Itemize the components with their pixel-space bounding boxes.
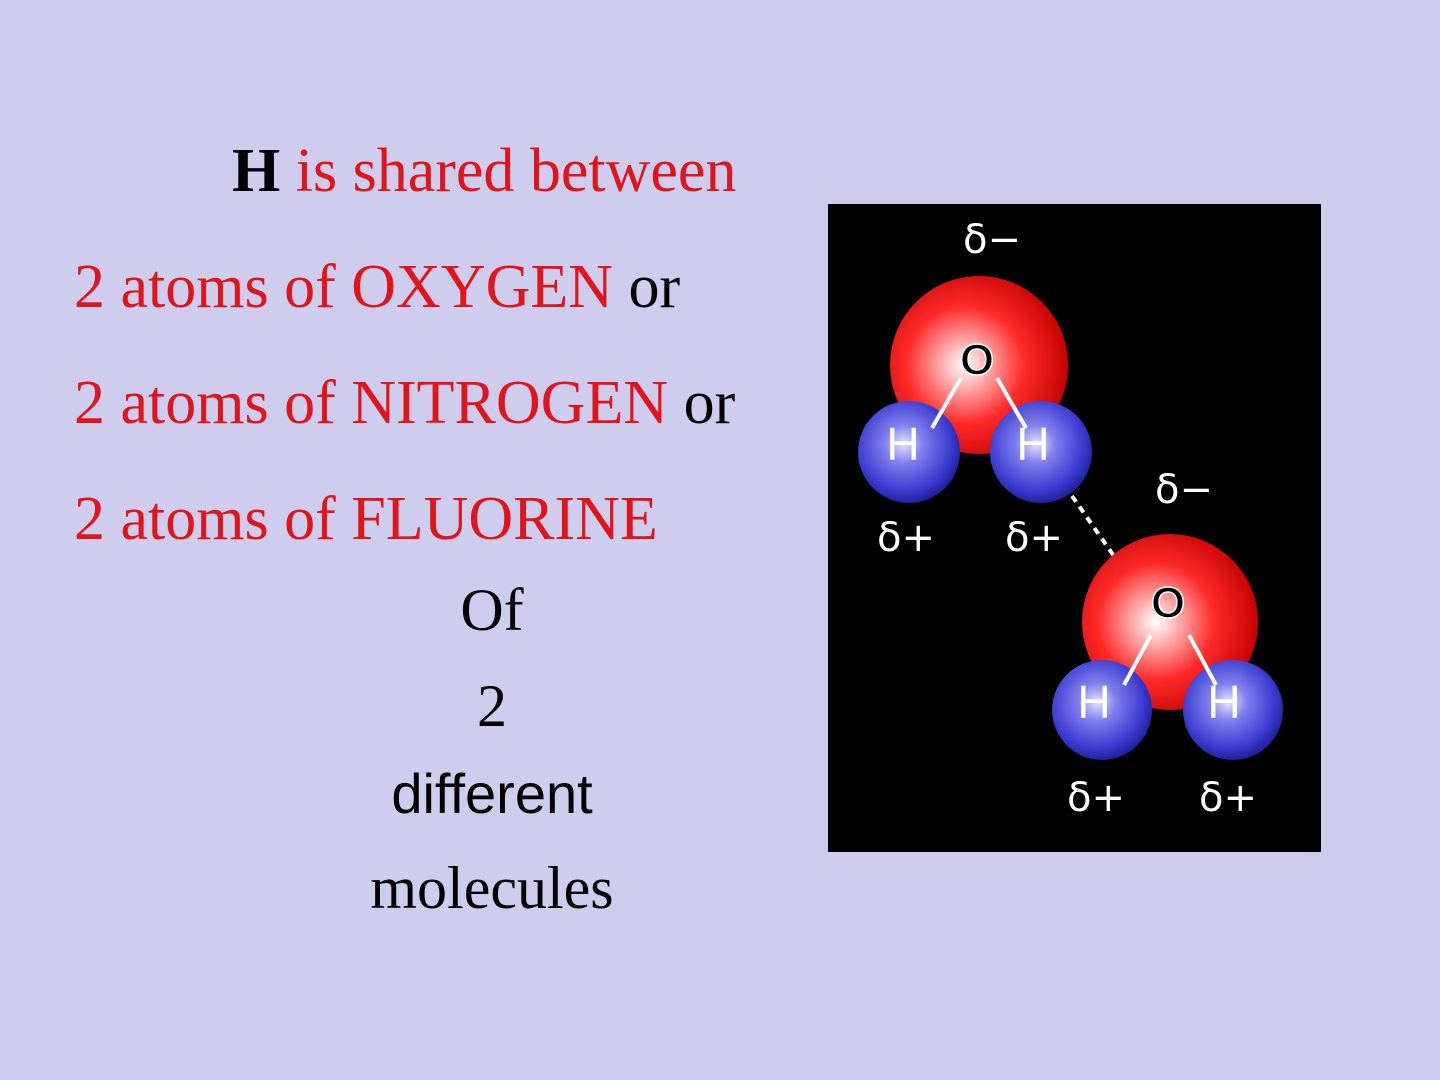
hydrogen-symbol-text: H <box>232 137 281 205</box>
water-molecule-1: O H H δ− δ+ δ+ <box>858 217 1092 561</box>
hydrogen-symbol: H <box>1077 676 1110 728</box>
covalent-bond <box>1122 634 1153 686</box>
water-molecule-2: O H H δ− δ+ δ+ <box>1052 467 1283 821</box>
or-text: or <box>613 253 681 321</box>
word-of: Of <box>460 577 524 643</box>
shared-between-text: is shared between <box>280 137 737 205</box>
partial-negative-label: δ− <box>1155 467 1213 513</box>
word-molecules: molecules <box>370 855 614 921</box>
oxygen-symbol: O <box>1151 579 1185 628</box>
oxygen-symbol: O <box>960 336 994 385</box>
partial-positive-label: δ+ <box>1199 775 1257 821</box>
partial-positive-label: δ+ <box>877 515 935 561</box>
hydrogen-bond-dashed <box>1070 494 1118 561</box>
hydrogen-symbol: H <box>886 418 919 470</box>
or-text: or <box>668 369 736 437</box>
word-different: different <box>391 762 593 825</box>
partial-negative-label: δ− <box>963 217 1021 263</box>
text-line-h-shared: H is shared between <box>232 140 736 202</box>
partial-positive-label: δ+ <box>1005 515 1063 561</box>
nitrogen-atoms-text: 2 atoms of NITROGEN <box>74 369 669 437</box>
oxygen-atoms-text: 2 atoms of OXYGEN <box>74 253 613 321</box>
hydrogen-atom <box>1183 660 1283 760</box>
fluorine-atoms-text: 2 atoms of FLUORINE <box>74 485 658 553</box>
diagram-svg: O H H δ− δ+ δ+ O H H δ− δ+ δ+ <box>858 217 1283 821</box>
word-two: 2 <box>477 673 507 739</box>
text-line-nitrogen: 2 atoms of NITROGEN or <box>74 372 735 434</box>
text-line-fluorine: 2 atoms of FLUORINE <box>74 488 658 550</box>
water-hydrogen-bond-diagram: O H H δ− δ+ δ+ O H H δ− δ+ δ+ <box>828 204 1321 852</box>
covalent-bond <box>995 376 1028 430</box>
hydrogen-atom <box>1052 660 1152 760</box>
hydrogen-atom <box>990 401 1092 503</box>
hydrogen-symbol: H <box>1207 676 1240 728</box>
covalent-bond <box>930 376 963 430</box>
partial-positive-label: δ+ <box>1067 775 1125 821</box>
covalent-bond <box>1187 634 1218 686</box>
hydrogen-symbol: H <box>1016 418 1049 470</box>
text-line-oxygen: 2 atoms of OXYGEN or <box>74 256 680 318</box>
